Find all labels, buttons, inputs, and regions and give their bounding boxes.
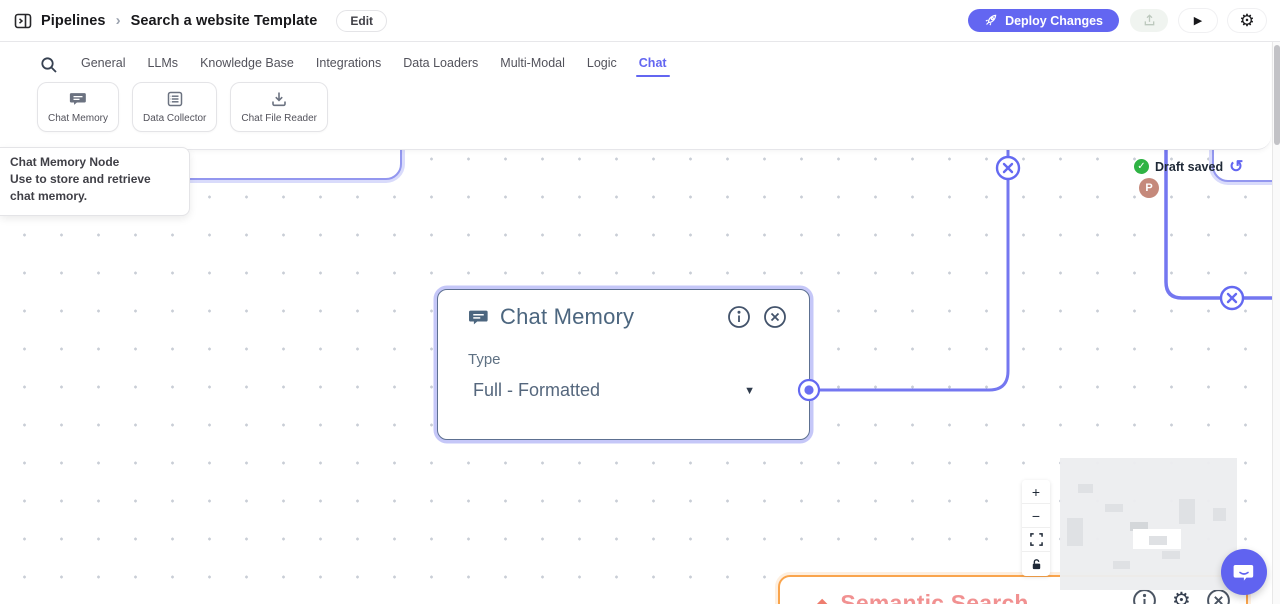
chat-memory-node[interactable]: Chat Memory Type Full - Formatted ▼ xyxy=(437,289,810,440)
breadcrumb-root[interactable]: Pipelines xyxy=(41,12,106,29)
draft-saved-label: Draft saved xyxy=(1155,159,1224,174)
edge-chat-memory-output xyxy=(812,180,1010,392)
fit-view-icon xyxy=(1029,533,1043,546)
palette-card-label: Chat File Reader xyxy=(241,113,317,124)
type-dropdown[interactable]: Full - Formatted ▼ xyxy=(468,380,787,401)
topbar-actions: Deploy Changes ▶ ⚙ xyxy=(968,9,1266,32)
diamond-icon: ◆ xyxy=(816,595,829,604)
save-status: ✓ Draft saved ↺ xyxy=(1134,158,1243,175)
tab-knowledge-base[interactable]: Knowledge Base xyxy=(200,56,294,70)
tooltip-body: Use to store and retrieve chat memory. xyxy=(10,172,151,204)
chat-bubble-icon xyxy=(468,307,489,328)
palette-card-label: Data Collector xyxy=(143,113,207,124)
output-port[interactable] xyxy=(797,378,821,402)
palette-card-label: Chat Memory xyxy=(48,113,109,124)
pipeline-canvas[interactable]: ◆ Semantic Search ⚙ xyxy=(0,150,1280,604)
tab-data-loaders[interactable]: Data Loaders xyxy=(403,56,479,70)
edge-right-vertical xyxy=(1164,150,1280,300)
share-button[interactable] xyxy=(1130,9,1168,32)
palette-card-chat-file-reader[interactable]: Chat File Reader xyxy=(230,82,328,132)
type-dropdown-value: Full - Formatted xyxy=(473,380,601,400)
close-icon[interactable] xyxy=(763,305,787,329)
tab-general[interactable]: General xyxy=(81,56,126,70)
form-list-icon xyxy=(166,90,184,108)
tab-logic[interactable]: Logic xyxy=(586,56,617,70)
fit-view-button[interactable] xyxy=(1022,528,1050,552)
chat-smile-icon xyxy=(1233,561,1255,583)
search-icon[interactable] xyxy=(40,56,58,74)
edit-button[interactable]: Edit xyxy=(336,9,388,32)
tab-llms[interactable]: LLMs xyxy=(147,56,179,70)
node-title: Semantic Search xyxy=(840,590,1029,604)
run-button[interactable]: ▶ xyxy=(1179,9,1217,32)
scrollbar-thumb[interactable] xyxy=(1274,45,1280,145)
settings-button[interactable]: ⚙ xyxy=(1228,9,1266,32)
palette-card-chat-memory[interactable]: Chat Memory xyxy=(37,82,120,132)
info-icon[interactable] xyxy=(1132,588,1157,604)
palette-card-data-collector[interactable]: Data Collector xyxy=(132,82,218,132)
node-palette-panel: General LLMs Knowledge Base Integrations… xyxy=(0,42,1271,150)
deploy-changes-button[interactable]: Deploy Changes xyxy=(968,9,1119,32)
play-icon: ▶ xyxy=(1193,15,1203,27)
tooltip-title: Chat Memory Node xyxy=(10,155,120,169)
chat-bubble-icon xyxy=(69,90,87,108)
palette-cards: Chat Memory Data Collector Chat File Rea… xyxy=(0,76,1271,132)
tab-multi-modal[interactable]: Multi-Modal xyxy=(500,56,565,70)
avatar[interactable]: P xyxy=(1139,178,1159,198)
rocket-icon xyxy=(984,14,997,27)
support-chat-button[interactable] xyxy=(1221,549,1267,595)
download-icon xyxy=(270,90,288,108)
minus-icon: − xyxy=(1031,507,1041,524)
breadcrumb-separator: › xyxy=(115,12,121,29)
panel-toggle-icon[interactable] xyxy=(14,12,32,30)
zoom-out-button[interactable]: − xyxy=(1022,504,1050,528)
gear-icon: ⚙ xyxy=(1239,11,1255,30)
chat-memory-tooltip: Chat Memory Node Use to store and retrie… xyxy=(0,147,190,216)
breadcrumb: Pipelines › Search a website Template Ed… xyxy=(14,9,388,32)
breadcrumb-current: Search a website Template xyxy=(130,12,318,29)
check-icon: ✓ xyxy=(1134,159,1149,174)
tab-bar: General LLMs Knowledge Base Integrations… xyxy=(0,42,1271,77)
info-icon[interactable] xyxy=(727,305,751,329)
lock-button[interactable] xyxy=(1022,552,1050,576)
top-bar: Pipelines › Search a website Template Ed… xyxy=(0,0,1280,42)
close-icon[interactable] xyxy=(1206,588,1231,604)
node-settings-icon[interactable]: ⚙ xyxy=(1172,589,1191,604)
tab-chat[interactable]: Chat xyxy=(635,54,670,77)
lock-icon xyxy=(1030,558,1043,571)
edge-layer xyxy=(797,150,1280,402)
chevron-down-icon: ▼ xyxy=(744,384,755,397)
undo-icon[interactable]: ↺ xyxy=(1229,157,1244,176)
tab-integrations[interactable]: Integrations xyxy=(315,56,382,70)
type-field-label: Type xyxy=(468,351,501,368)
partial-node-top-right[interactable] xyxy=(1212,150,1280,182)
node-title: Chat Memory xyxy=(500,304,635,329)
vertical-scrollbar[interactable] xyxy=(1272,42,1280,604)
zoom-in-button[interactable]: + xyxy=(1022,480,1050,504)
zoom-controls: + − xyxy=(1022,480,1050,576)
plus-icon: + xyxy=(1031,483,1041,500)
edge-delete-button[interactable] xyxy=(995,155,1021,181)
edge-delete-button[interactable] xyxy=(1219,285,1245,311)
minimap[interactable] xyxy=(1060,458,1237,590)
